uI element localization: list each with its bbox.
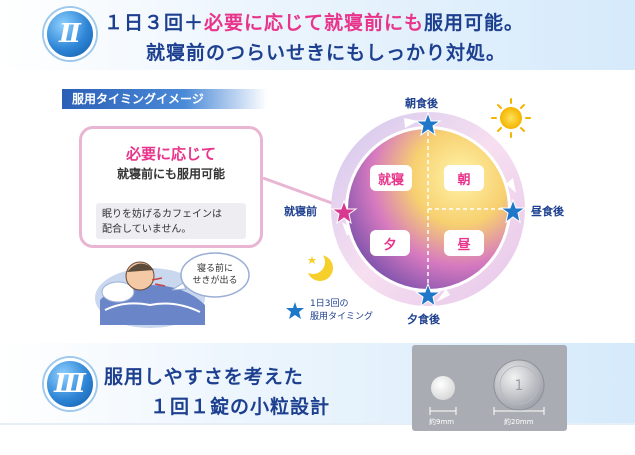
tablet-coin-graphic: 1: [429, 359, 545, 415]
timing-image-tag: 服用タイミングイメージ: [62, 89, 267, 109]
section-3-divider: [0, 423, 635, 425]
coin: [493, 359, 545, 411]
section-2-headline-line2: 就寝前のつらいせきにもしっかり対処。: [146, 42, 507, 64]
legend-line2: 服用タイミング: [310, 312, 374, 322]
caffeine-note: 眠りを妨げるカフェインは 配合していません。: [96, 203, 246, 239]
section-3-headline-line1: 服用しやすさを考えた: [104, 366, 304, 388]
callout-title: 必要に応じて: [125, 145, 216, 163]
quadrant-evening-box: [370, 230, 410, 256]
legend-star: [286, 302, 304, 319]
section-3-headline-line2: １回１錠の小粒設計: [150, 396, 331, 418]
label-evening: 夕食後: [407, 313, 440, 326]
star-morning: [414, 111, 442, 137]
headline-part1: １日３回＋: [104, 12, 205, 34]
star-bedtime: [330, 199, 358, 225]
svg-text:1: 1: [515, 378, 524, 394]
quadrant-morning: 朝: [457, 173, 471, 188]
quadrant-sleep-box: [370, 165, 412, 191]
section-2-numeral: Ⅱ: [59, 19, 81, 49]
legend-line1: 1日3回の: [310, 299, 349, 309]
bubble-line1: 寝る前に: [196, 264, 233, 274]
headline-pink: 必要に応じて就寝前にも: [204, 12, 425, 34]
quadrant-noon: 昼: [457, 238, 471, 253]
tablet: [431, 376, 455, 400]
quadrant-sleep: 就寝: [377, 173, 404, 188]
star-noon: [499, 198, 527, 224]
star-evening: [414, 282, 442, 308]
ring-arrow-2: [506, 178, 516, 193]
quadrant-noon-box: [444, 230, 484, 256]
bubble-line2: せきが出る: [192, 276, 238, 286]
speech-bubble-text: 寝る前に せきが出る: [185, 263, 245, 287]
callout-subtitle: 就寝前にも服用可能: [116, 167, 225, 181]
tablet-size-photo: 1 約9mm 約20mm: [412, 345, 567, 431]
tablet-size-label: 約9mm: [429, 418, 455, 426]
section-2-headline-line1: １日３回＋必要に応じて就寝前にも服用可能。: [104, 8, 524, 35]
section-3-numeral: Ⅲ: [54, 369, 86, 399]
bedtime-callout: 必要に応じて 就寝前にも服用可能 眠りを妨げるカフェインは 配合していません。: [79, 126, 263, 248]
coin-size-label: 約20mm: [504, 418, 534, 426]
label-morning: 朝食後: [405, 97, 438, 110]
speech-bubble: [180, 252, 250, 298]
caffeine-note-line2: 配合していません。: [102, 224, 192, 235]
ring-arrow-4: [342, 222, 354, 236]
section-2-numeral-badge: Ⅱ: [44, 8, 96, 60]
timing-legend: 1日3回の 服用タイミング: [310, 298, 373, 324]
section-2-header: [0, 0, 635, 70]
speech-bubble-tail: [171, 282, 187, 291]
coughing-person-illustration: [95, 256, 205, 328]
headline-part2: 服用可能。: [424, 12, 525, 34]
section-3-numeral-badge: Ⅲ: [44, 358, 96, 410]
label-noon: 昼食後: [531, 205, 564, 218]
callout-connector: [262, 176, 341, 208]
moon-icon: [301, 250, 333, 281]
label-bedtime: 就寝前: [284, 205, 317, 218]
quadrant-morning-box: [444, 165, 484, 191]
caffeine-note-line1: 眠りを妨げるカフェインは: [102, 209, 222, 220]
ring-arrow-3: [436, 289, 450, 302]
sun-icon: [491, 98, 531, 138]
quadrant-evening: 夕: [383, 238, 397, 253]
